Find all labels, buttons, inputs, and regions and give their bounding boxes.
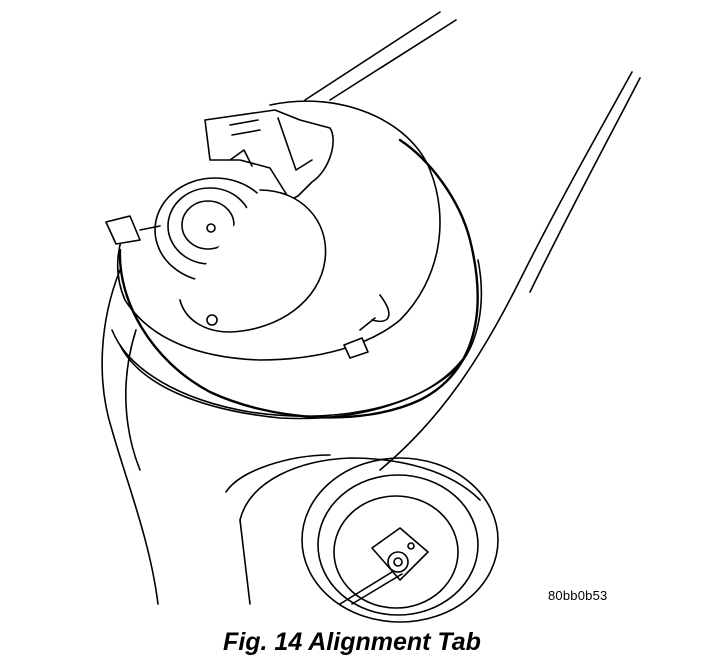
body-panel-opening-side (239, 519, 251, 605)
figure-code: 80bb0b53 (548, 588, 608, 603)
body-panel-right-edge (379, 71, 633, 471)
socket-clip-frame (204, 109, 334, 201)
adjuster-port-middle (317, 474, 479, 616)
body-panel-lower-contour (225, 454, 331, 493)
body-panel-left-edge (101, 269, 159, 605)
adjuster-screw-center (393, 557, 403, 567)
body-panel-left-edge-inner (125, 329, 141, 471)
body-panel-upper-edge (304, 11, 441, 101)
socket-locking-tab (229, 149, 253, 167)
housing-lens-edge (119, 344, 463, 420)
adjuster-screw-head (387, 551, 409, 573)
body-panel-right-edge-inner (529, 77, 641, 293)
housing-dome-ring (371, 294, 390, 322)
socket-wire-stub (105, 215, 141, 245)
body-panel (101, 11, 641, 605)
housing-outer-rim (118, 138, 479, 419)
housing-dome (116, 100, 441, 361)
alignment-tab (343, 317, 376, 359)
housing-inner-rim (111, 259, 483, 417)
socket-screw (206, 314, 218, 326)
bulb-socket (105, 109, 334, 333)
socket-clip-detail-2 (231, 129, 261, 136)
adjuster-port-outer (301, 457, 499, 623)
socket-body-inner (181, 200, 235, 250)
socket-clip-detail (229, 119, 259, 126)
adjuster-small-bolt (407, 542, 415, 550)
headlamp-housing (111, 100, 483, 420)
figure-caption: Fig. 14 Alignment Tab (223, 628, 481, 656)
alignment-tab-shape (343, 337, 369, 359)
socket-wire-line (139, 225, 161, 231)
socket-center-pin (206, 223, 216, 233)
adjuster-port (301, 457, 499, 623)
body-panel-lower-opening (239, 457, 481, 521)
adjuster-shaft (339, 571, 403, 605)
alignment-tab-leader (359, 317, 376, 331)
body-panel-upper-edge-inner (329, 19, 457, 101)
adjuster-port-inner (333, 495, 459, 609)
socket-rear-body (179, 189, 327, 333)
socket-latch (277, 117, 313, 171)
